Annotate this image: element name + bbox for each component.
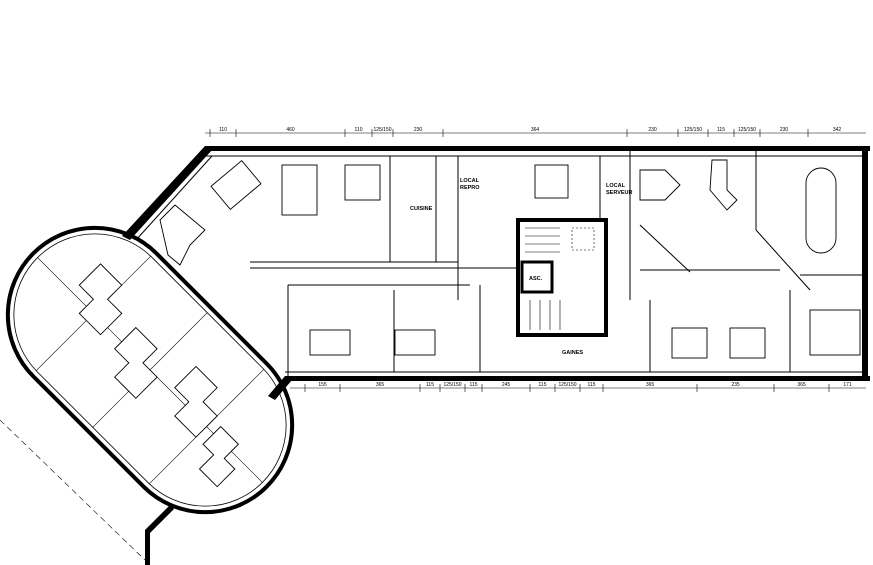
top-dimension-row: 110 460 110 125/150 230 364 230 125/150 115 125/1… [209,127,842,137]
dimension-label: 125/150 [443,382,461,388]
dimension-label: 115 [539,382,547,388]
dimension-label: 235 [731,382,740,388]
dimension-label: 125/150 [558,382,576,388]
room-label-ascenseur: ASC. [529,276,543,282]
room-label-gaines: GAINES [562,350,583,356]
room-label-cuisine: CUISINE [410,206,433,212]
dimension-label: 115 [717,127,725,133]
dimension-label: 125/150 [684,127,702,133]
dimension-label: 125/150 [738,127,756,133]
furniture [159,159,861,359]
dimension-label: 364 [531,127,540,133]
dimension-label: 365 [646,382,655,388]
bottom-dimension-row: 155 365 115 125/150 115 245 115 125/150 115 365 23… [304,382,852,392]
dimension-label: 365 [797,382,806,388]
dimension-label: 365 [376,382,385,388]
stair-core [516,218,608,337]
dimension-label: 115 [588,382,596,388]
dimension-label: 230 [414,127,423,133]
dimension-label: 230 [648,127,657,133]
dimension-label: 155 [318,382,327,388]
dimension-label: 230 [780,127,789,133]
round-pod [5,225,295,515]
dimension-label: 460 [286,127,295,133]
dimension-label: 110 [355,127,363,133]
dimension-label: 115 [426,382,434,388]
dimension-label: 125/150 [373,127,391,133]
dimension-label: 110 [219,127,227,133]
interior-partitions [250,150,866,376]
dimension-label: 171 [843,382,852,388]
dimension-label: 115 [470,382,478,388]
dimension-label: 342 [833,127,842,133]
dimension-label: 245 [502,382,511,388]
